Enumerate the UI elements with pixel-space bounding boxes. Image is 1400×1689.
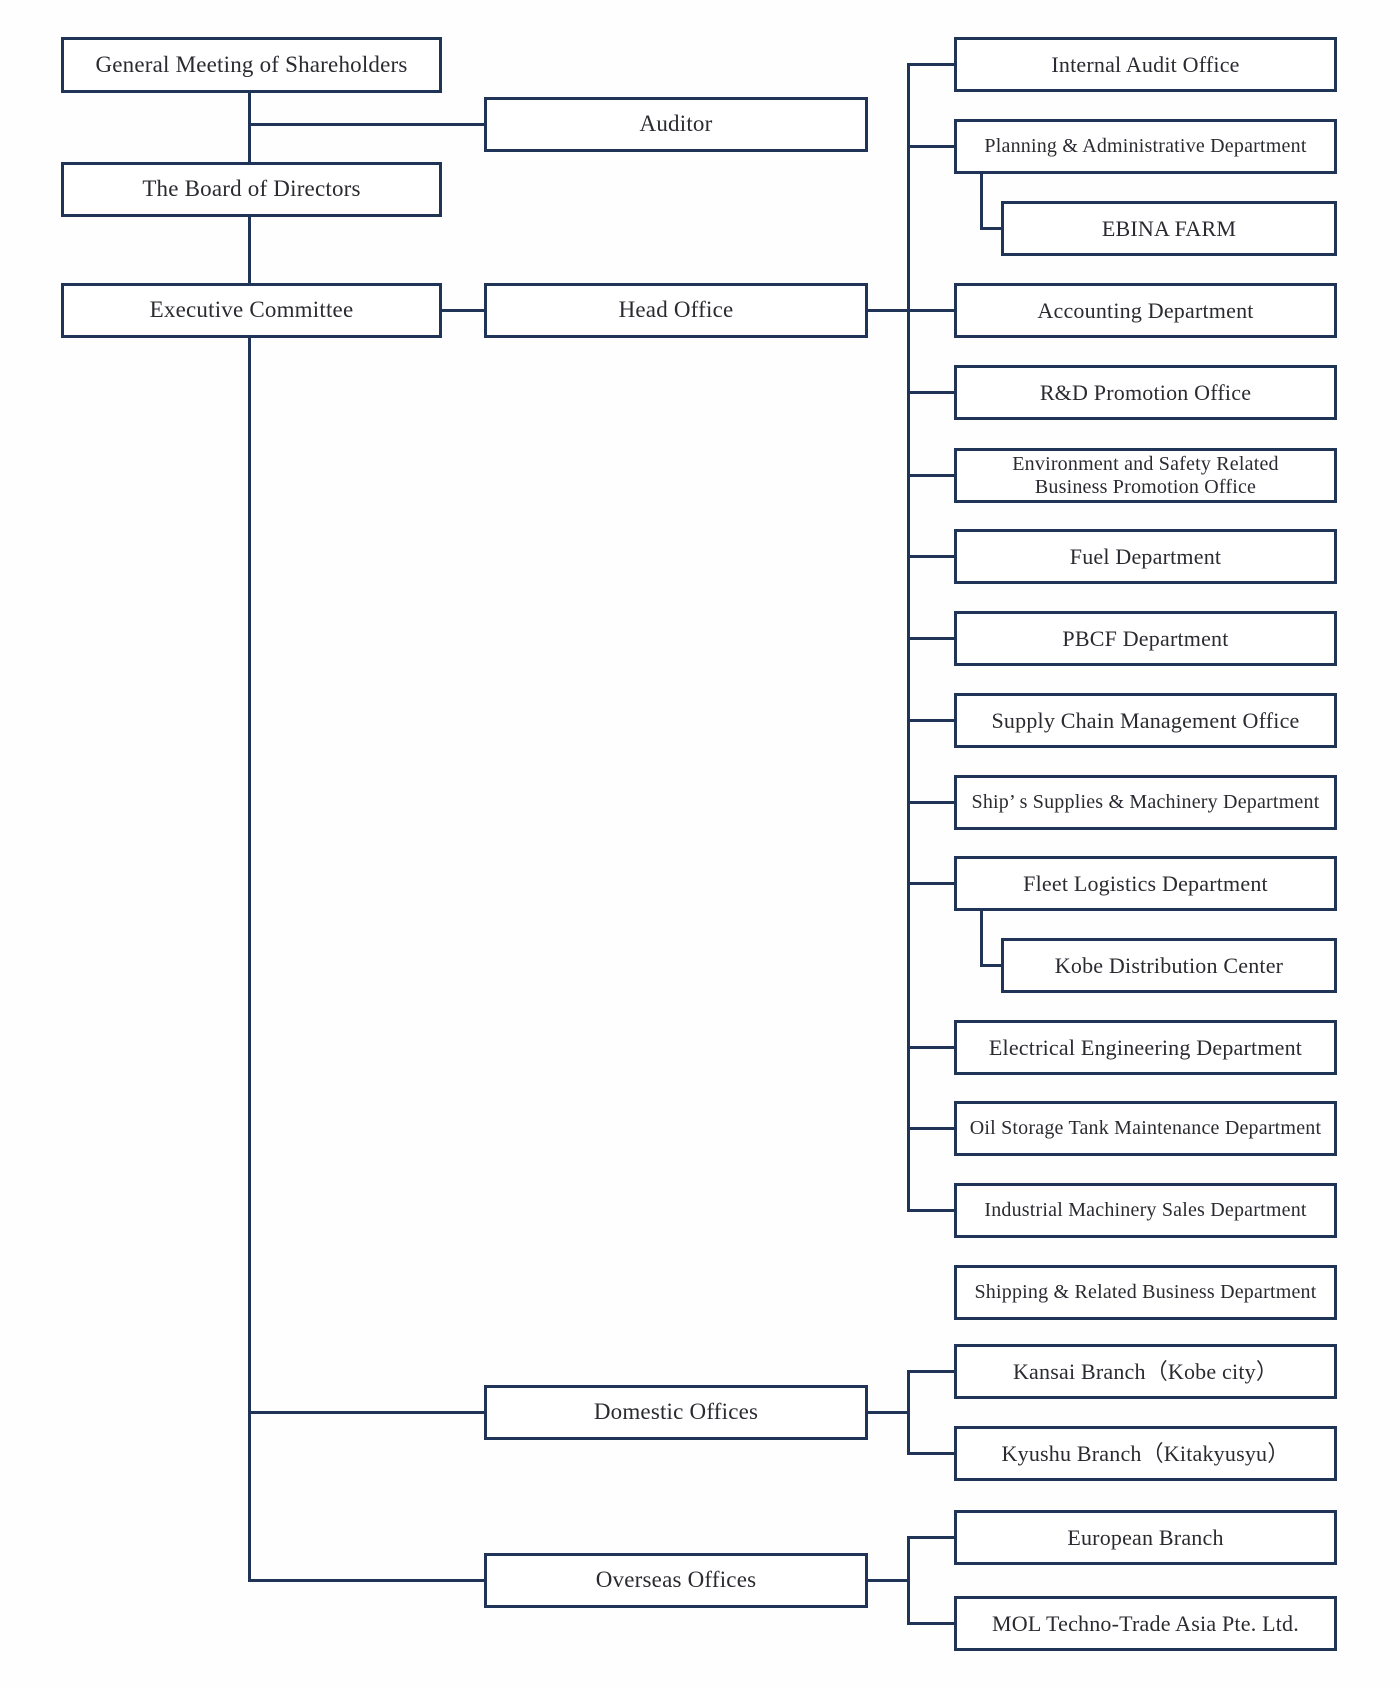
connector-fleet-to-kobe-v [980,911,983,967]
connector-branch-to-overseas [248,1579,484,1582]
connector-board-to-executive [248,217,251,283]
box-planning-administrative-department: Planning & Administrative Department [954,119,1337,174]
connector-planning-to-ebina-h [980,227,1001,230]
box-fuel-department: Fuel Department [954,529,1337,584]
stub-ships-supplies [909,801,954,804]
stub-oil-storage [909,1127,954,1130]
connector-branch-to-domestic [248,1411,484,1414]
stub-fuel [909,555,954,558]
stub-rd-promotion [909,391,954,394]
connector-shareholders-to-board [248,93,251,162]
stub-internal-audit [909,63,954,66]
box-kansai-branch: Kansai Branch（Kobe city） [954,1344,1337,1399]
connector-head-office-to-accounting [868,309,954,312]
stub-mol-asia [909,1622,954,1625]
box-internal-audit-office: Internal Audit Office [954,37,1337,92]
stub-kyushu [909,1452,954,1455]
stub-planning-admin [909,145,954,148]
box-rd-promotion-office: R&D Promotion Office [954,365,1337,420]
stub-pbcf [909,637,954,640]
stub-env-safety [909,474,954,477]
stub-supply-chain [909,719,954,722]
box-pbcf-department: PBCF Department [954,611,1337,666]
box-fleet-logistics-department: Fleet Logistics Department [954,856,1337,911]
box-head-office: Head Office [484,283,868,338]
connector-head-office-spine [907,63,910,1212]
connector-overseas-to-spine [868,1579,907,1582]
box-accounting-department: Accounting Department [954,283,1337,338]
box-oil-storage-tank-maintenance-department: Oil Storage Tank Maintenance Department [954,1101,1337,1156]
stub-kansai [909,1370,954,1373]
connector-planning-to-ebina-v [980,174,983,230]
spine-overseas [907,1536,910,1625]
spine-domestic [907,1370,910,1455]
stub-fleet-logistics [909,882,954,885]
connector-executive-to-head-office [442,309,484,312]
box-executive-committee: Executive Committee [61,283,442,338]
stub-european [909,1536,954,1539]
box-auditor: Auditor [484,97,868,152]
box-mol-techno-trade-asia: MOL Techno-Trade Asia Pte. Ltd. [954,1596,1337,1651]
box-supply-chain-management-office: Supply Chain Management Office [954,693,1337,748]
connector-executive-down-spine [248,338,251,1582]
connector-domestic-to-spine [868,1411,907,1414]
stub-industrial-machinery [909,1209,954,1212]
box-kobe-distribution-center: Kobe Distribution Center [1001,938,1337,993]
stub-electrical [909,1046,954,1049]
box-electrical-engineering-department: Electrical Engineering Department [954,1020,1337,1075]
box-european-branch: European Branch [954,1510,1337,1565]
box-ebina-farm: EBINA FARM [1001,201,1337,256]
connector-fleet-to-kobe-h [980,964,1001,967]
box-environment-safety-business-promotion-office: Environment and Safety Related Business … [954,448,1337,503]
box-shipping-related-business-department: Shipping & Related Business Department [954,1265,1337,1320]
box-industrial-machinery-sales-department: Industrial Machinery Sales Department [954,1183,1337,1238]
connector-branch-to-auditor [248,123,484,126]
box-general-meeting-of-shareholders: General Meeting of Shareholders [61,37,442,93]
box-domestic-offices: Domestic Offices [484,1385,868,1440]
box-overseas-offices: Overseas Offices [484,1553,868,1608]
box-ships-supplies-machinery-department: Ship’ s Supplies & Machinery Department [954,775,1337,830]
box-board-of-directors: The Board of Directors [61,162,442,217]
box-kyushu-branch: Kyushu Branch（Kitakyusyu） [954,1426,1337,1481]
